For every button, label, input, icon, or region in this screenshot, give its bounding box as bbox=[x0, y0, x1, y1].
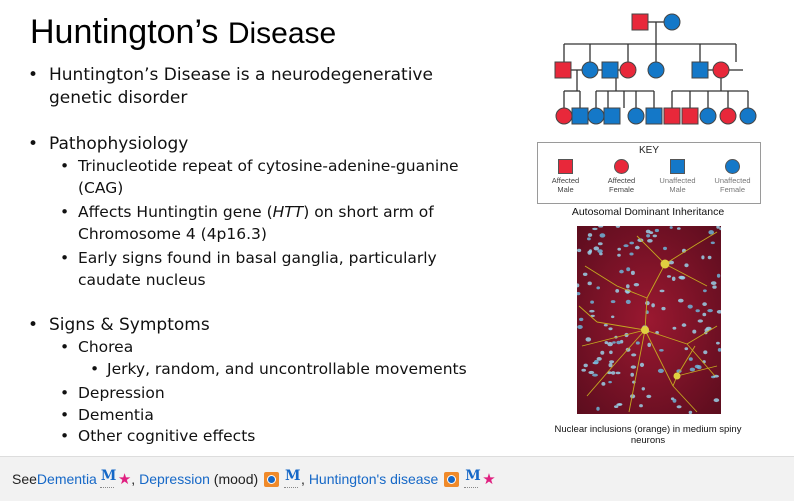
slide: Huntington’s Disease Huntington’s Diseas… bbox=[0, 0, 794, 456]
link-depression[interactable]: Depression bbox=[139, 471, 210, 487]
star-icon[interactable]: ★ bbox=[482, 471, 496, 488]
square-symbol-icon bbox=[670, 159, 685, 174]
slide-title: Huntington’s Disease bbox=[30, 10, 336, 56]
bullet-item: Other cognitive effects bbox=[24, 426, 494, 448]
star-icon[interactable]: ★ bbox=[117, 471, 132, 488]
bullet-item: Affects Huntingtin gene (HTT) on short a… bbox=[24, 202, 494, 245]
key-title: KEY bbox=[638, 145, 659, 156]
link-suffix bbox=[438, 471, 442, 487]
bullet-emphasis: HTT bbox=[272, 203, 304, 221]
bullet-item: Depression bbox=[24, 383, 494, 405]
separator: , bbox=[131, 471, 140, 487]
bullet-item: Jerky, random, and uncontrollable moveme… bbox=[24, 359, 494, 381]
key-label-line: Female bbox=[608, 185, 634, 194]
circle-symbol-icon bbox=[614, 159, 629, 174]
o-icon[interactable] bbox=[444, 471, 460, 487]
key-label-line: Affected bbox=[551, 176, 580, 185]
key-label-line: Female bbox=[719, 185, 745, 194]
bullet-list: Huntington’s Disease is a neurodegenerat… bbox=[24, 64, 494, 448]
title-small: Disease bbox=[227, 17, 337, 50]
circle-symbol-icon bbox=[725, 159, 740, 174]
o-icon[interactable] bbox=[264, 471, 280, 487]
key-label-line: Affected bbox=[607, 176, 636, 185]
pedigree-chart bbox=[554, 13, 757, 125]
key-label-line: Male bbox=[669, 185, 686, 194]
separator: , bbox=[301, 471, 309, 487]
link-dementia[interactable]: Dementia bbox=[36, 471, 97, 487]
key-label-line: Unaffected bbox=[659, 176, 696, 185]
bullet-item: Early signs found in basal ganglia, part… bbox=[24, 248, 494, 291]
bullet-item: Huntington’s Disease is a neurodegenerat… bbox=[24, 64, 494, 110]
key-label-line: Unaffected bbox=[714, 176, 751, 185]
bullet-item: Trinucleotide repeat of cytosine-adenine… bbox=[24, 156, 494, 199]
link-huntington-s-disease[interactable]: Huntington's disease bbox=[308, 471, 439, 487]
m-glyph: M bbox=[285, 468, 301, 484]
bullet-item: Pathophysiology bbox=[24, 133, 494, 156]
bullet-text: ) on short arm of Chromosome 4 (4p16.3) bbox=[78, 203, 434, 243]
bullet-item: Dementia bbox=[24, 405, 494, 427]
see-prefix: See bbox=[12, 471, 37, 487]
square-symbol-icon bbox=[558, 159, 573, 174]
micrograph-caption: Nuclear inclusions (orange) in medium sp… bbox=[554, 424, 742, 446]
m-glyph: M bbox=[100, 468, 117, 484]
bullet-item: Signs & Symptoms bbox=[24, 314, 494, 337]
title-main: Huntington’s bbox=[30, 13, 228, 51]
key-label-line: Male bbox=[557, 185, 574, 194]
bullet-item: Chorea bbox=[24, 337, 494, 359]
bullet-text: Affects Huntingtin gene ( bbox=[78, 203, 273, 221]
link-suffix: (mood) bbox=[209, 471, 263, 487]
m-icon[interactable]: M bbox=[283, 468, 301, 488]
m-icon[interactable]: M bbox=[463, 468, 481, 488]
m-icon[interactable]: M bbox=[99, 468, 117, 488]
pedigree-caption: Autosomal Dominant Inheritance bbox=[571, 206, 725, 218]
neuron-micrograph bbox=[577, 226, 721, 414]
m-glyph: M bbox=[465, 468, 481, 484]
